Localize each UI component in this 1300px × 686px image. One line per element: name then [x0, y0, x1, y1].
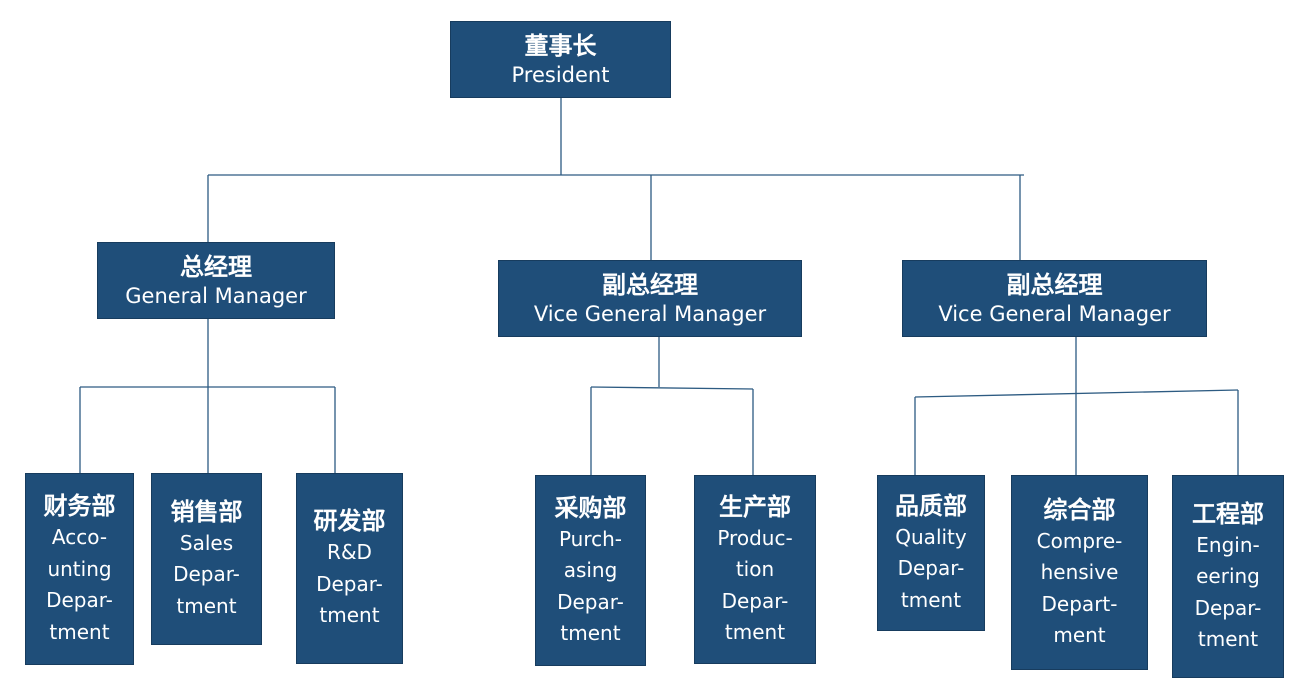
dept-purchasing-en-4: tment: [560, 621, 621, 645]
node-vgm-1-zh: 副总经理: [602, 270, 698, 299]
dept-rnd-zh: 研发部: [313, 507, 386, 536]
dept-comprehensive-en-2: hensive: [1040, 560, 1119, 584]
dept-engineering-en-1: Engin-: [1196, 532, 1260, 557]
node-vice-general-manager-1: 副总经理 Vice General Manager: [498, 260, 802, 337]
dept-sales-en-1: Sales: [179, 530, 234, 555]
node-engineering-department: 工程部 Engin- eering Depar- tment: [1172, 475, 1284, 678]
connector-vgm1-bus: [590, 386, 754, 390]
node-vgm-2-zh: 副总经理: [1006, 270, 1103, 299]
node-sales-department: 销售部 Sales Depar- tment: [151, 473, 262, 645]
node-vice-general-manager-2: 副总经理 Vice General Manager: [902, 260, 1207, 337]
dept-production-en-1: Produc-: [717, 525, 793, 550]
node-vgm-2-en: Vice General Manager: [938, 301, 1171, 326]
dept-production-en-3: Depar-: [721, 588, 789, 613]
dept-purchasing-en-2: asing: [563, 558, 618, 582]
dept-comprehensive-en-1: Compre-: [1036, 528, 1123, 553]
dept-accounting-en-1: Acco-: [51, 525, 108, 549]
dept-quality-en-1: Quality: [895, 524, 967, 549]
dept-quality-en-3: tment: [900, 587, 962, 612]
node-general-manager-en: General Manager: [125, 283, 307, 308]
node-vgm-1-en: Vice General Manager: [533, 301, 767, 326]
dept-production-zh: 生产部: [719, 492, 791, 521]
node-accounting-department: 财务部 Acco- unting Depar- tment: [25, 473, 134, 665]
dept-rnd-en-1: R&D: [327, 540, 372, 565]
dept-engineering-zh: 工程部: [1192, 499, 1264, 528]
node-purchasing-department: 采购部 Purch- asing Depar- tment: [535, 475, 646, 666]
dept-engineering-en-3: Depar-: [1194, 595, 1262, 620]
node-president-en: President: [511, 62, 610, 87]
dept-sales-en-3: tment: [176, 593, 237, 618]
node-president-zh: 董事长: [524, 31, 597, 60]
dept-purchasing-en-1: Purch-: [558, 526, 623, 551]
dept-comprehensive-en-4: ment: [1053, 623, 1106, 647]
node-quality-department: 品质部 Quality Depar- tment: [877, 475, 985, 631]
dept-engineering-en-4: tment: [1197, 627, 1259, 651]
node-general-manager: 总经理 General Manager: [97, 242, 335, 319]
dept-accounting-zh: 财务部: [43, 492, 116, 520]
dept-production-en-2: tion: [735, 557, 775, 581]
dept-production-en-4: tment: [724, 620, 786, 644]
dept-quality-en-2: Depar-: [897, 556, 965, 581]
dept-rnd-en-2: Depar-: [316, 571, 383, 596]
node-comprehensive-department: 综合部 Compre- hensive Depart- ment: [1011, 475, 1148, 670]
dept-rnd-en-3: tment: [319, 603, 380, 628]
node-general-manager-zh: 总经理: [180, 252, 252, 281]
dept-sales-en-2: Depar-: [173, 562, 240, 587]
dept-accounting-en-3: Depar-: [46, 588, 113, 612]
dept-purchasing-zh: 采购部: [554, 493, 627, 522]
dept-sales-zh: 销售部: [170, 497, 243, 526]
dept-accounting-en-4: tment: [49, 619, 110, 644]
node-president: 董事长 President: [450, 21, 671, 98]
dept-purchasing-en-3: Depar-: [557, 589, 624, 614]
node-production-department: 生产部 Produc- tion Depar- tment: [694, 475, 816, 664]
node-rnd-department: 研发部 R&D Depar- tment: [296, 473, 403, 664]
dept-accounting-en-2: unting: [47, 556, 112, 581]
dept-comprehensive-zh: 综合部: [1043, 495, 1116, 524]
dept-quality-zh: 品质部: [895, 491, 967, 520]
dept-engineering-en-2: eering: [1196, 564, 1260, 588]
dept-comprehensive-en-3: Depart-: [1041, 591, 1118, 616]
